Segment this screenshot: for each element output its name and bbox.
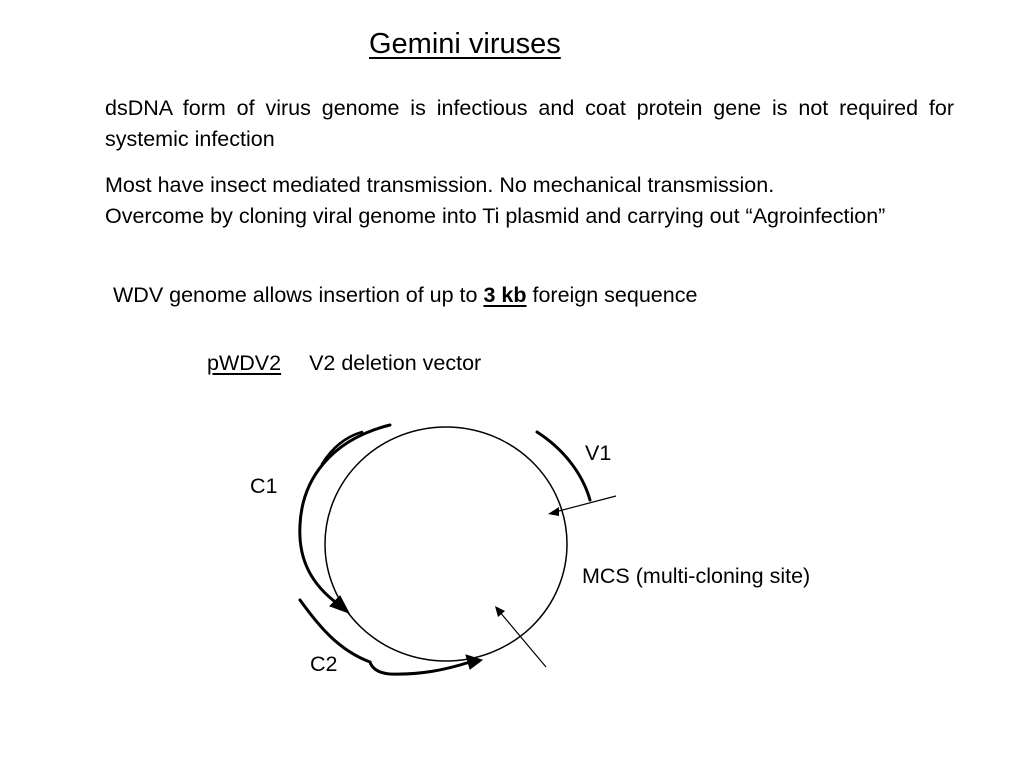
label-v1: V1: [585, 441, 611, 465]
label-c2: C2: [310, 652, 337, 676]
paragraph-transmission-line1: Most have insect mediated transmission. …: [105, 173, 775, 197]
plasmid-circle: [324, 426, 568, 662]
wdv-prefix: WDV genome allows insertion of up to: [113, 283, 484, 307]
label-mcs: MCS (multi-cloning site): [582, 564, 810, 588]
mcs-pointer-arrow-upper-icon: [548, 507, 559, 516]
mcs-pointer-line-upper: [554, 495, 617, 513]
label-c1: C1: [250, 474, 277, 498]
c2-gene-arc: [298, 598, 472, 676]
vector-heading: pWDV2 V2 deletion vector: [207, 349, 481, 377]
c2-arrow-icon: [465, 654, 484, 670]
vector-description: V2 deletion vector: [309, 351, 482, 375]
v1-gene-arc: [535, 430, 592, 502]
page-title: Gemini viruses: [369, 28, 561, 60]
mcs-pointer-line-lower: [498, 610, 547, 668]
wdv-suffix: foreign sequence: [526, 283, 698, 307]
wdv-insertion-note: WDV genome allows insertion of up to 3 k…: [113, 281, 697, 309]
paragraph-transmission: Most have insect mediated transmission. …: [105, 170, 963, 232]
c1-inner-arc: [320, 430, 364, 466]
vector-name: pWDV2: [207, 351, 282, 375]
c1-gene-arc: [298, 423, 392, 606]
mcs-pointer-arrow-lower-icon: [495, 606, 505, 617]
paragraph-infectious-dsdna: dsDNA form of virus genome is infectious…: [105, 96, 954, 151]
paragraph-transmission-line2: Overcome by cloning viral genome into Ti…: [105, 204, 886, 228]
c1-arrow-icon: [329, 595, 351, 614]
wdv-size-highlight: 3 kb: [483, 283, 527, 307]
